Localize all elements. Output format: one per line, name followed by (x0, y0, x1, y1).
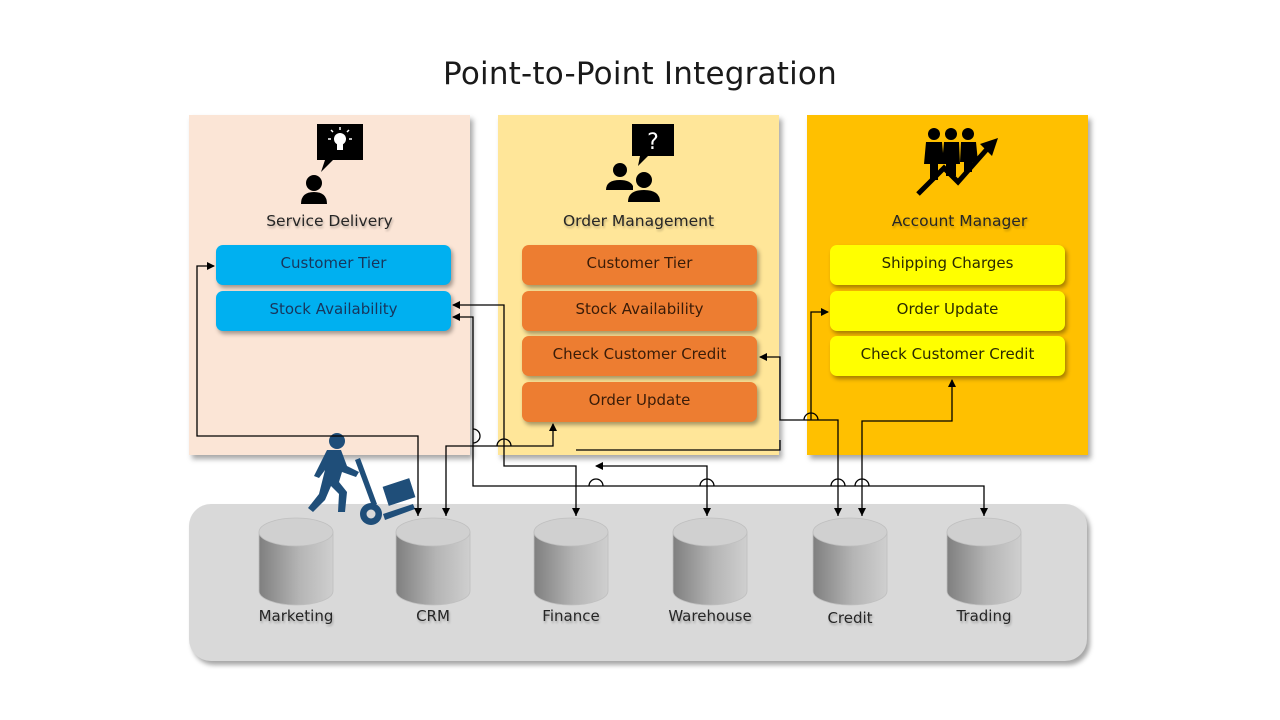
database-cylinder-icon (258, 517, 334, 606)
panel-account-manager: Account Manager Shipping Charges Order U… (807, 115, 1088, 455)
database-marketing[interactable] (258, 517, 334, 611)
database-cylinder-icon (672, 517, 748, 606)
database-cylinder-icon (812, 517, 888, 606)
card-customer-tier[interactable]: Customer Tier (522, 245, 757, 285)
line-hop-arc (830, 478, 846, 487)
database-label: Trading (956, 607, 1012, 625)
card-customer-tier[interactable]: Customer Tier (216, 245, 451, 285)
two-people-question-speech-icon: ? (602, 122, 676, 208)
database-cylinder-icon (946, 517, 1022, 606)
database-finance[interactable] (533, 517, 609, 611)
person-lightbulb-speech-icon (295, 122, 365, 208)
database-label: Finance (542, 607, 600, 625)
card-order-update[interactable]: Order Update (830, 291, 1065, 331)
line-hop-arc (588, 478, 604, 487)
card-check-customer-credit[interactable]: Check Customer Credit (522, 336, 757, 376)
panel-order-management: ? Order Management Customer Tier Stock A… (498, 115, 779, 455)
line-hop-arc (854, 478, 870, 487)
card-shipping-charges[interactable]: Shipping Charges (830, 245, 1065, 285)
page-title: Point-to-Point Integration (443, 56, 837, 92)
panel-title: Order Management (562, 212, 715, 230)
database-crm[interactable] (395, 517, 471, 611)
database-label: Credit (827, 609, 873, 627)
database-label: CRM (416, 607, 450, 625)
database-label: Warehouse (668, 607, 752, 625)
line-hop-arc (472, 428, 481, 444)
database-warehouse[interactable] (672, 517, 748, 611)
person-pushing-hand-truck-icon (305, 430, 420, 534)
card-stock-availability[interactable]: Stock Availability (216, 291, 451, 331)
line-hop-arc (699, 478, 715, 487)
panel-title: Account Manager (891, 212, 1028, 230)
database-credit[interactable] (812, 517, 888, 611)
database-cylinder-icon (533, 517, 609, 606)
database-label: Marketing (258, 607, 334, 625)
panel-service-delivery: Service Delivery Customer Tier Stock Ava… (189, 115, 470, 455)
panel-title: Service Delivery (266, 212, 393, 230)
card-stock-availability[interactable]: Stock Availability (522, 291, 757, 331)
svg-text:?: ? (647, 130, 659, 155)
database-tray (189, 504, 1087, 661)
database-cylinder-icon (395, 517, 471, 606)
database-trading[interactable] (946, 517, 1022, 611)
group-growth-arrow-icon (914, 122, 1004, 202)
card-order-update[interactable]: Order Update (522, 382, 757, 422)
card-check-customer-credit[interactable]: Check Customer Credit (830, 336, 1065, 376)
